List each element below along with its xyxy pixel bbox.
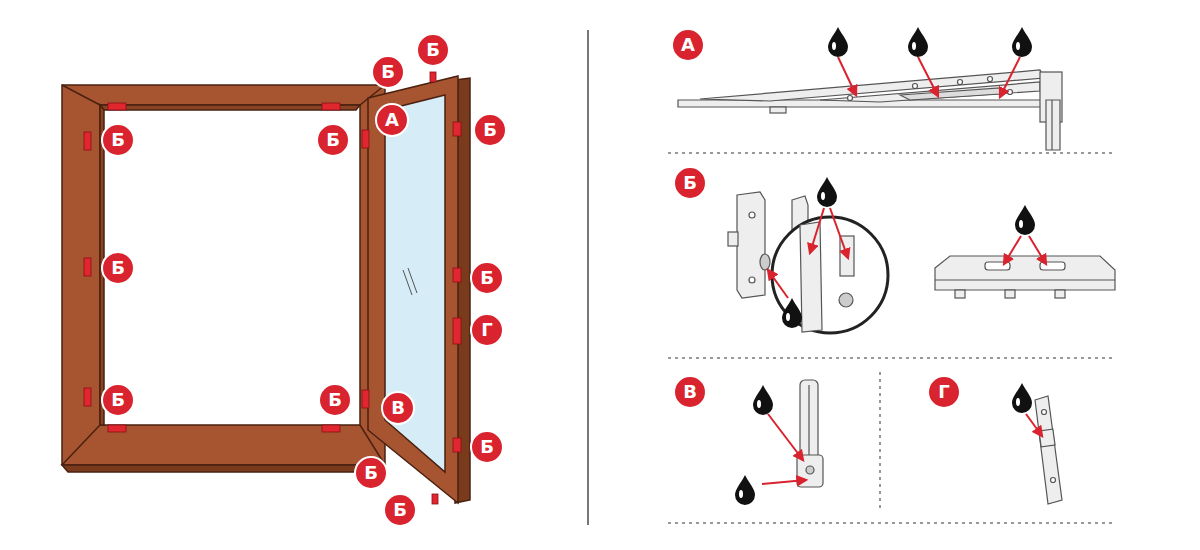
callout-badge: Б bbox=[473, 113, 507, 147]
callout-badge: Г bbox=[927, 375, 961, 409]
striker-plate-drawing bbox=[935, 256, 1115, 298]
callout-letter: Б bbox=[111, 391, 125, 409]
callout-letter: В bbox=[683, 383, 697, 401]
callout-badge: Б bbox=[470, 261, 504, 295]
callout-badge: Б bbox=[316, 123, 350, 157]
oil-drops bbox=[735, 385, 773, 505]
callout-badge: Б bbox=[383, 493, 417, 527]
callout-badge: Б bbox=[470, 430, 504, 464]
callout-letter: Б bbox=[480, 269, 494, 287]
callout-badge: А bbox=[671, 28, 705, 62]
callout-badge: Б bbox=[354, 456, 388, 490]
lock-strip-drawing bbox=[1035, 396, 1062, 504]
callout-letter: Б bbox=[381, 63, 395, 81]
window-frame bbox=[62, 85, 385, 472]
callout-letter: А bbox=[385, 111, 399, 129]
callout-badge: Г bbox=[470, 313, 504, 347]
callout-letter: Б bbox=[111, 259, 125, 277]
callout-badge: В bbox=[381, 391, 415, 425]
callout-letter: Б bbox=[483, 121, 497, 139]
hinge-drawing bbox=[797, 380, 823, 487]
callout-badge: Б bbox=[318, 383, 352, 417]
callout-letter: Б bbox=[111, 131, 125, 149]
callout-letter: А bbox=[681, 36, 695, 54]
callout-letter: Б bbox=[326, 131, 340, 149]
oil-drops bbox=[828, 27, 1032, 57]
leader-arrows bbox=[838, 57, 1020, 97]
callout-letter: В bbox=[391, 399, 405, 417]
callout-badge: Б bbox=[101, 383, 135, 417]
callout-badge: А bbox=[375, 103, 409, 137]
callout-letter: Б bbox=[328, 391, 342, 409]
separator-lines bbox=[668, 153, 1112, 523]
leader-arrows bbox=[768, 208, 1046, 298]
stay-arm-drawing bbox=[678, 70, 1062, 150]
hardware-points bbox=[84, 72, 461, 504]
divider-line bbox=[587, 30, 589, 525]
callout-badge: В bbox=[673, 375, 707, 409]
callout-letter: Б bbox=[426, 41, 440, 59]
window-sash bbox=[368, 76, 470, 503]
callout-letter: Б bbox=[683, 174, 697, 192]
callout-letter: Г bbox=[938, 383, 949, 401]
callout-badge: Б bbox=[416, 33, 450, 67]
leader-arrows bbox=[762, 414, 806, 484]
callout-letter: Г bbox=[481, 321, 492, 339]
callout-badge: Б bbox=[673, 166, 707, 200]
callout-badge: Б bbox=[101, 123, 135, 157]
callout-badge: Б bbox=[371, 55, 405, 89]
leader-arrow bbox=[1026, 414, 1042, 436]
oil-drops bbox=[782, 177, 1035, 328]
callout-badge: Б bbox=[101, 251, 135, 285]
callout-letter: Б bbox=[364, 464, 378, 482]
keeper-drawing bbox=[728, 192, 888, 333]
oil-drops bbox=[1012, 383, 1032, 413]
callout-letter: Б bbox=[393, 501, 407, 519]
callout-letter: Б bbox=[480, 438, 494, 456]
